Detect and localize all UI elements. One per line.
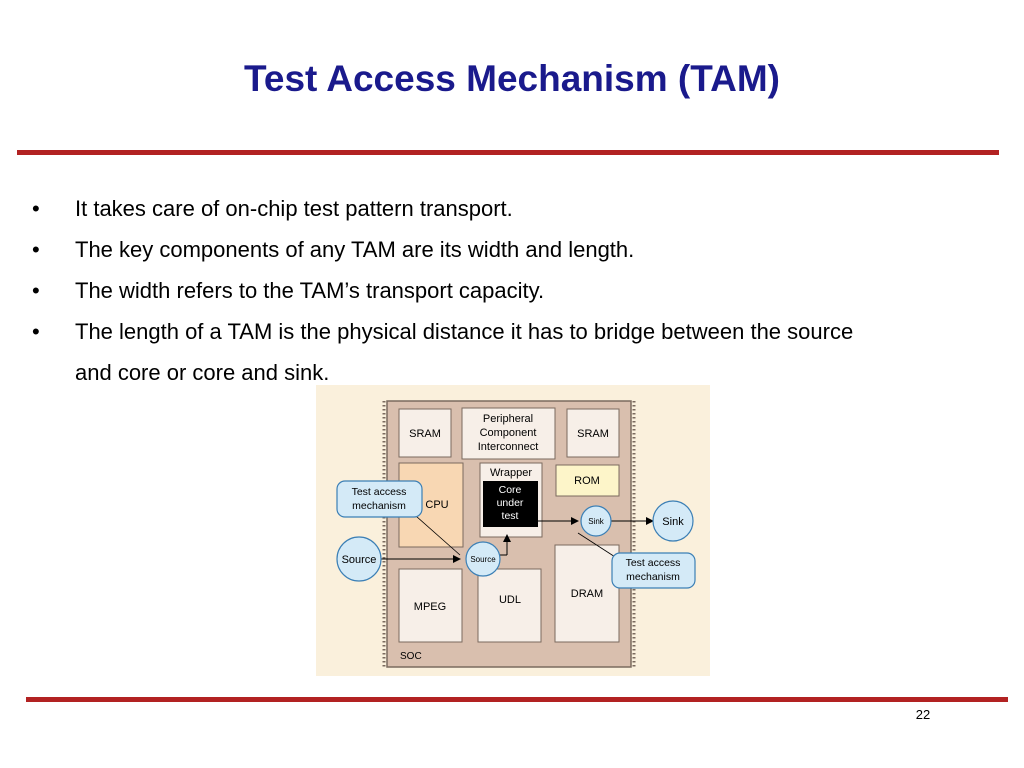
sram-right-block (566, 408, 620, 458)
peripheral-label-line1: Peripheral (483, 413, 533, 425)
source-outer-node (336, 536, 382, 582)
tam-callout-left-line2: mechanism (352, 500, 406, 512)
bullet-dot-icon: • (32, 319, 40, 344)
bullet-text: The key components of any TAM are its wi… (75, 237, 635, 262)
tam-callout-left-line1: Test access (352, 486, 407, 498)
rom-block (555, 464, 620, 497)
mpeg-block (398, 568, 463, 643)
bullet-dot-icon: • (32, 237, 40, 262)
bullet-dot-icon: • (32, 196, 40, 221)
core-label-line3: test (502, 510, 519, 522)
bullet-dot-icon: • (32, 278, 40, 303)
source-inner-label: Source (470, 555, 496, 564)
title-divider (17, 150, 999, 155)
source-outer-label: Source (342, 554, 377, 566)
tam-callout-right-line2: mechanism (626, 571, 680, 583)
peripheral-block (461, 407, 556, 460)
soc-label: SOC (400, 651, 422, 662)
bullet-item: • It takes care of on-chip test pattern t… (30, 188, 930, 229)
bullet-text: It takes care of on-chip test pattern tr… (75, 196, 513, 221)
tam-callout-right-line1: Test access (626, 557, 681, 569)
sram-left-block (398, 408, 452, 458)
source-inner-node (465, 541, 501, 577)
slide-title: Test Access Mechanism (TAM) (244, 58, 780, 99)
sink-outer-node (652, 500, 694, 542)
core-label-line1: Core (499, 484, 522, 496)
wrapper-label: Wrapper (490, 467, 532, 479)
footer-divider (26, 697, 1008, 702)
mpeg-label: MPEG (414, 601, 446, 613)
tam-callout-right (611, 552, 696, 589)
udl-label: UDL (499, 594, 521, 606)
core-label-line2: under (497, 497, 524, 509)
peripheral-label-line3: Interconnect (478, 441, 539, 453)
page-number: 22 (915, 707, 931, 722)
sink-inner-node (580, 505, 612, 537)
cpu-label: CPU (425, 499, 448, 511)
udl-block (477, 568, 542, 643)
peripheral-label-line2: Component (480, 427, 537, 439)
core-under-test-block (483, 481, 538, 527)
bullet-text: The length of a TAM is the physical dist… (75, 319, 854, 385)
bullet-list: • It takes care of on-chip test pattern t… (30, 188, 930, 393)
dram-label: DRAM (571, 588, 603, 600)
sram-left-label: SRAM (409, 428, 441, 440)
bullet-text: The width refers to the TAM’s transport … (75, 278, 545, 303)
sram-right-label: SRAM (577, 428, 609, 440)
diagram-canvas: SRAM Peripheral Component Interconnect S… (316, 385, 710, 676)
sink-inner-label: Sink (588, 517, 605, 526)
soc-tam-diagram: SRAM Peripheral Component Interconnect S… (316, 385, 710, 676)
dram-block (554, 544, 620, 643)
bullet-item: • The key components of any TAM are its w… (30, 229, 930, 270)
bullet-item: • The width refers to the TAM’s transport… (30, 270, 930, 311)
rom-label: ROM (574, 475, 600, 487)
tam-callout-left (336, 480, 423, 518)
bullet-item: • The length of a TAM is the physical dis… (30, 311, 895, 393)
sink-outer-label: Sink (662, 516, 684, 528)
